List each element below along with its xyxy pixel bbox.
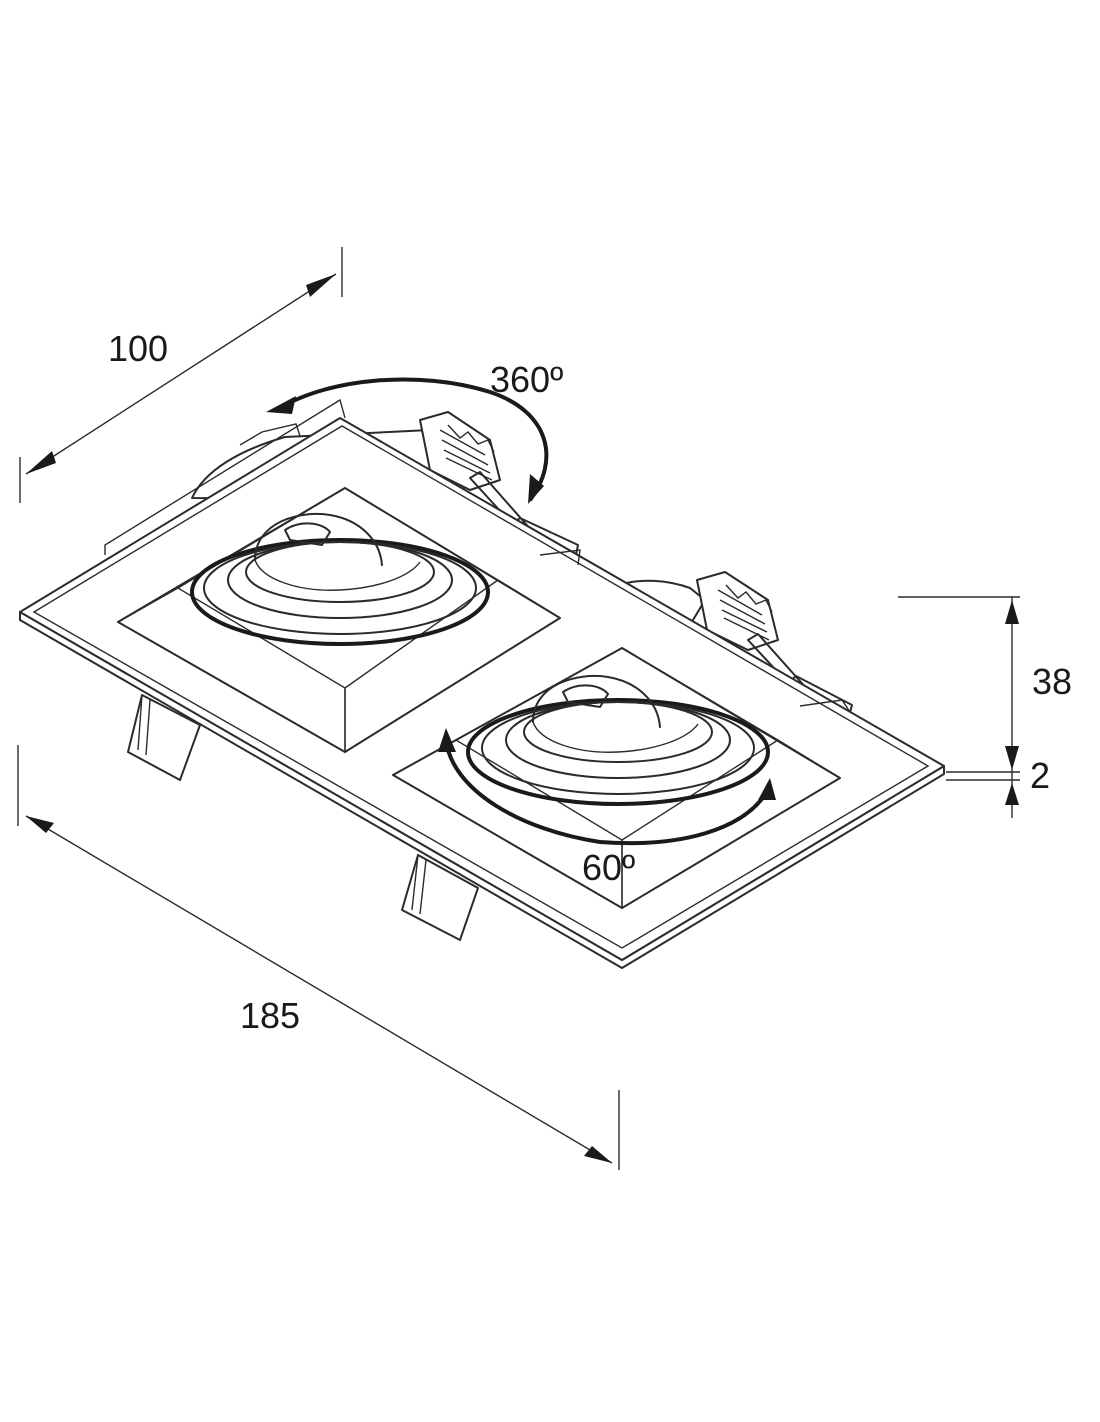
mounting-leg-1 bbox=[127, 694, 201, 781]
arrow-head bbox=[528, 474, 544, 504]
arrow-head bbox=[584, 1146, 612, 1163]
arrow-head bbox=[758, 778, 776, 800]
dimension-length: 185 bbox=[17, 745, 620, 1170]
opening-2 bbox=[391, 647, 841, 910]
dimension-depth: 100 bbox=[19, 247, 343, 503]
dimension-depth-label: 100 bbox=[108, 328, 168, 369]
rotation-arrow-360: 360º bbox=[266, 359, 563, 504]
rotation-360-label: 360º bbox=[490, 359, 563, 400]
arrow-head bbox=[306, 274, 336, 297]
arrow-head bbox=[1005, 600, 1019, 624]
mounting-leg-2 bbox=[401, 854, 479, 941]
dimension-line bbox=[25, 273, 337, 475]
arrow-head bbox=[26, 451, 56, 474]
arrow-head bbox=[26, 816, 54, 833]
dimension-length-label: 185 bbox=[240, 995, 300, 1036]
lamp-gimbal-1 bbox=[190, 513, 490, 646]
dimension-thickness-label: 2 bbox=[1030, 755, 1050, 796]
lamp-gimbal-2 bbox=[466, 675, 770, 806]
arrow-head bbox=[438, 728, 456, 752]
dimension-height-label: 38 bbox=[1032, 661, 1072, 702]
arrow-head bbox=[1005, 783, 1019, 805]
arrow-head bbox=[266, 396, 296, 414]
dimension-line bbox=[25, 815, 613, 1164]
dimension-height: 38 2 bbox=[898, 596, 1072, 818]
tilt-60-label: 60º bbox=[582, 847, 635, 888]
tilt-arrow-60: 60º bbox=[438, 728, 776, 888]
opening-1 bbox=[116, 487, 561, 754]
arrow-head bbox=[1005, 746, 1019, 770]
